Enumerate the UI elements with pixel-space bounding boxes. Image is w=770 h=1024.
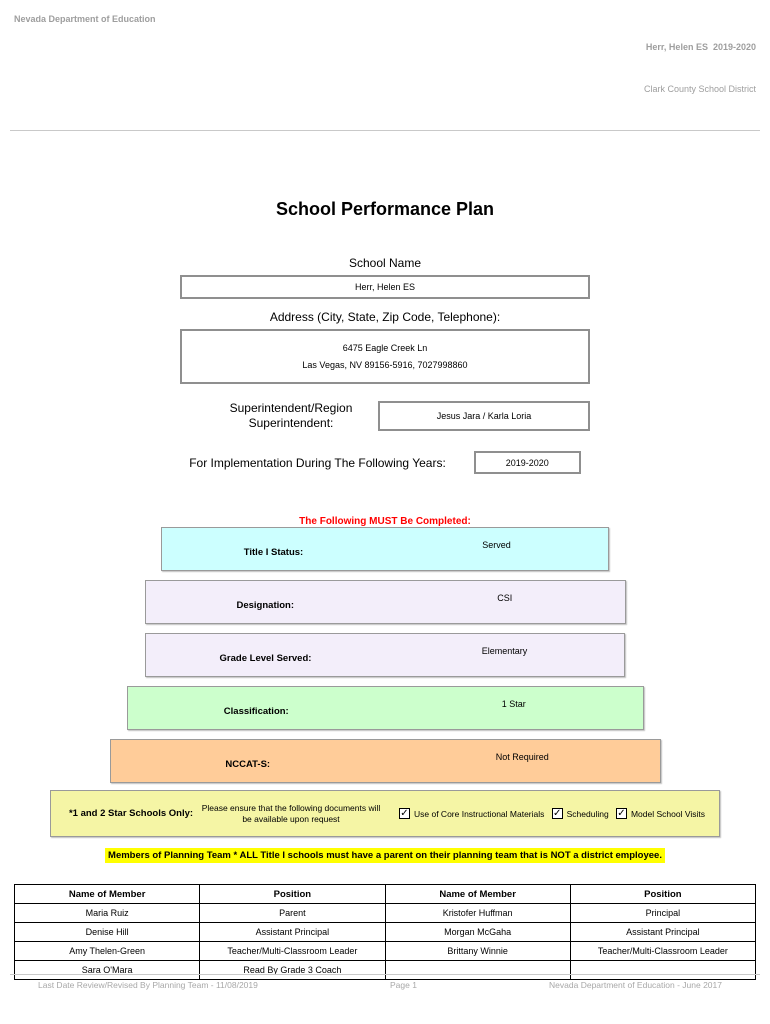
table-cell: Principal <box>569 903 757 923</box>
status-row-label: Title I Status: <box>243 546 304 558</box>
footer-revision-date: Last Date Review/Revised By Planning Tea… <box>38 980 258 990</box>
table-cell: Assistant Principal <box>569 922 757 942</box>
table-cell: Brittany Winnie <box>384 941 571 961</box>
page-footer: Last Date Review/Revised By Planning Tea… <box>0 968 770 990</box>
star-schools-row: *1 and 2 Star Schools Only: Please ensur… <box>50 790 720 837</box>
status-row-value: CSI <box>497 593 513 603</box>
school-name-value: Herr, Helen ES <box>354 282 416 292</box>
address-line2: Las Vegas, NV 89156-5916, 7027998860 <box>302 360 468 371</box>
planning-team-notice-wrap: Members of Planning Team * ALL Title I s… <box>0 845 770 863</box>
superintendent-value: Jesus Jara / Karla Loria <box>436 411 532 421</box>
table-row: Sara O'Mara Read By Grade 3 Coach <box>13 960 757 980</box>
page-header: Nevada Department of Education Herr, Hel… <box>0 0 770 124</box>
table-cell: Teacher/Multi-Classroom Leader <box>569 941 757 961</box>
table-cell: Denise Hill <box>13 922 201 942</box>
star-schools-label: *1 and 2 Star Schools Only: <box>68 808 194 819</box>
address-label: Address (City, State, Zip Code, Telephon… <box>269 310 501 324</box>
status-row-grade-level: Grade Level Served: Elementary <box>145 633 625 677</box>
status-row-classification: Classification: 1 Star <box>126 686 644 730</box>
school-name-label: School Name <box>348 256 422 270</box>
table-row: Maria Ruiz Parent Kristofer Huffman Prin… <box>13 903 757 923</box>
status-row-value: Not Required <box>495 752 549 762</box>
status-row-label: NCCAT-S: <box>225 758 271 770</box>
footer-source: Nevada Department of Education - June 20… <box>549 980 722 990</box>
status-row-value: 1 Star <box>501 699 526 709</box>
must-complete-notice: The Following MUST Be Completed: <box>299 516 471 527</box>
implementation-value: 2019-2020 <box>505 457 549 468</box>
header-school-year: Herr, Helen ES 2019-2020 <box>645 42 756 52</box>
footer-divider <box>10 974 760 975</box>
footer-page-number: Page 1 <box>389 980 417 990</box>
checkbox-label: Model School Visits <box>630 808 705 819</box>
table-cell: Assistant Principal <box>199 922 386 942</box>
star-schools-checkboxes: ✓ Use of Core Instructional Materials ✓ … <box>381 808 709 819</box>
superintendent-field[interactable]: Jesus Jara / Karla Loria <box>378 401 590 431</box>
status-row-label: Grade Level Served: <box>219 652 312 664</box>
checkbox-model-school-visits[interactable]: ✓ Model School Visits <box>615 807 705 819</box>
checkbox-checked-icon[interactable]: ✓ <box>551 807 563 819</box>
table-cell: Read By Grade 3 Coach <box>199 960 386 980</box>
table-row: Denise Hill Assistant Principal Morgan M… <box>13 922 757 942</box>
checkbox-scheduling[interactable]: ✓ Scheduling <box>551 807 609 819</box>
header-divider <box>10 130 760 131</box>
header-department: Nevada Department of Education <box>14 14 156 24</box>
status-row-nccat-s: NCCAT-S: Not Required <box>109 739 661 783</box>
status-row-value: Elementary <box>481 646 528 656</box>
table-cell: Parent <box>199 903 386 923</box>
checkbox-label: Use of Core Instructional Materials <box>414 808 545 819</box>
status-row-designation: Designation: CSI <box>144 580 626 624</box>
table-header-row: Name of Member Position Name of Member P… <box>13 884 757 904</box>
star-schools-description: Please ensure that the following documen… <box>201 802 381 824</box>
col-header-name-2: Name of Member <box>384 884 571 904</box>
implementation-label: For Implementation During The Following … <box>189 455 446 470</box>
school-name-field[interactable]: Herr, Helen ES <box>180 275 590 299</box>
table-cell: Teacher/Multi-Classroom Leader <box>199 941 386 961</box>
status-row-label: Designation: <box>236 599 295 611</box>
col-header-position-2: Position <box>569 884 757 904</box>
col-header-name-1: Name of Member <box>13 884 201 904</box>
superintendent-label: Superintendent/Region Superintendent: <box>229 401 353 430</box>
superintendent-row: Superintendent/Region Superintendent: Je… <box>180 401 590 431</box>
table-cell: Maria Ruiz <box>13 903 201 923</box>
table-cell: Sara O'Mara <box>13 960 201 980</box>
planning-team-notice: Members of Planning Team * ALL Title I s… <box>105 848 665 863</box>
table-cell <box>569 960 757 980</box>
address-line1: 6475 Eagle Creek Ln <box>342 342 428 353</box>
checkbox-label: Scheduling <box>566 808 609 819</box>
page-title: School Performance Plan <box>275 199 495 219</box>
col-header-position-1: Position <box>199 884 386 904</box>
table-row: Amy Thelen-Green Teacher/Multi-Classroom… <box>13 941 757 961</box>
implementation-row: For Implementation During The Following … <box>180 451 590 474</box>
table-cell: Morgan McGaha <box>384 922 571 942</box>
members-table: Name of Member Position Name of Member P… <box>13 884 757 980</box>
status-row-label: Classification: <box>223 705 289 717</box>
table-cell: Kristofer Huffman <box>384 903 571 923</box>
table-cell: Amy Thelen-Green <box>13 941 201 961</box>
checkbox-checked-icon[interactable]: ✓ <box>399 807 410 819</box>
checkbox-checked-icon[interactable]: ✓ <box>615 807 627 819</box>
status-row-title-i: Title I Status: Served <box>161 527 609 571</box>
address-field[interactable]: 6475 Eagle Creek Ln Las Vegas, NV 89156-… <box>180 329 590 384</box>
header-right-block: Herr, Helen ES 2019-2020 Clark County Sc… <box>644 12 756 124</box>
status-row-value: Served <box>482 540 511 550</box>
implementation-field[interactable]: 2019-2020 <box>473 451 581 474</box>
checkbox-core-materials[interactable]: ✓ Use of Core Instructional Materials <box>399 808 544 819</box>
header-district: Clark County School District <box>643 84 756 94</box>
